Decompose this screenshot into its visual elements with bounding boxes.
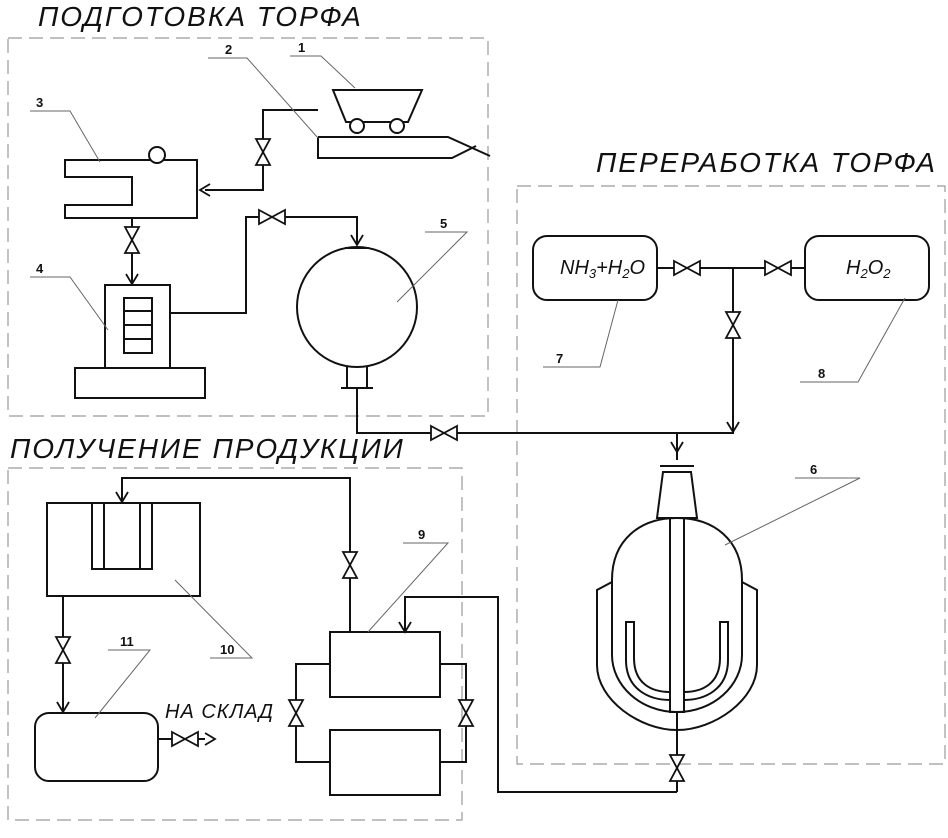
- pipe-6-to-9: [404, 596, 677, 793]
- ammonia-label: NH3+H2O: [560, 257, 645, 281]
- label-3: 3: [36, 95, 43, 110]
- valve-conveyor: [255, 138, 271, 166]
- section-frames: [7, 37, 946, 821]
- label-4: 4: [36, 261, 44, 276]
- label-6: 6: [810, 462, 817, 477]
- valve-9-10: [342, 551, 358, 579]
- pipe-5-to-6: [356, 388, 678, 460]
- valve-9-left: [288, 699, 304, 727]
- valve-5-6: [430, 425, 458, 441]
- label-8: 8: [818, 366, 825, 381]
- label-10: 10: [220, 642, 234, 657]
- outlet-label: НА СКЛАД: [165, 701, 274, 723]
- label-7: 7: [556, 351, 563, 366]
- collector-tank: [34, 712, 159, 782]
- label-9: 9: [418, 527, 425, 542]
- section-title-processing: ПЕРЕРАБОТКА ТОРФА: [596, 147, 937, 178]
- wagon: [331, 89, 424, 134]
- valve-8: [764, 260, 792, 276]
- section-title-production: ПОЛУЧЕНИЕ ПРОДУКЦИИ: [10, 433, 405, 464]
- valve-reactor-bottom: [669, 754, 685, 782]
- pipe-9-to-10: [121, 477, 351, 632]
- dryer: [74, 284, 206, 399]
- valve-9-right: [458, 699, 474, 727]
- valve-tanks-down: [725, 311, 741, 339]
- section-title-preparation: ПОДГОТОВКА ТОРФА: [38, 1, 363, 32]
- arrow-out: [204, 732, 217, 746]
- label-1: 1: [298, 40, 305, 55]
- grinder: [64, 146, 198, 219]
- label-11: 11: [120, 634, 134, 649]
- valve-4-5: [258, 209, 286, 225]
- valve-10-11: [55, 636, 71, 664]
- valve-3-4: [124, 226, 140, 254]
- peroxide-label: H2O2: [846, 257, 891, 281]
- label-5: 5: [440, 216, 447, 231]
- pipe-tanks-down: [677, 268, 734, 434]
- separator: [295, 631, 467, 796]
- processing-frame: [516, 185, 946, 765]
- conveyor: [317, 136, 491, 159]
- flow-arrows: [56, 183, 740, 746]
- valve-11-out: [171, 731, 199, 747]
- label-2: 2: [225, 42, 232, 57]
- crystallizer: [46, 502, 201, 597]
- production-frame: [7, 467, 463, 821]
- storage-vessel: [296, 246, 418, 389]
- reactor: [596, 465, 758, 792]
- leader-lines: [30, 55, 906, 719]
- preparation-frame: [7, 37, 489, 417]
- valve-7: [673, 260, 701, 276]
- pipe-4-to-5: [170, 216, 358, 314]
